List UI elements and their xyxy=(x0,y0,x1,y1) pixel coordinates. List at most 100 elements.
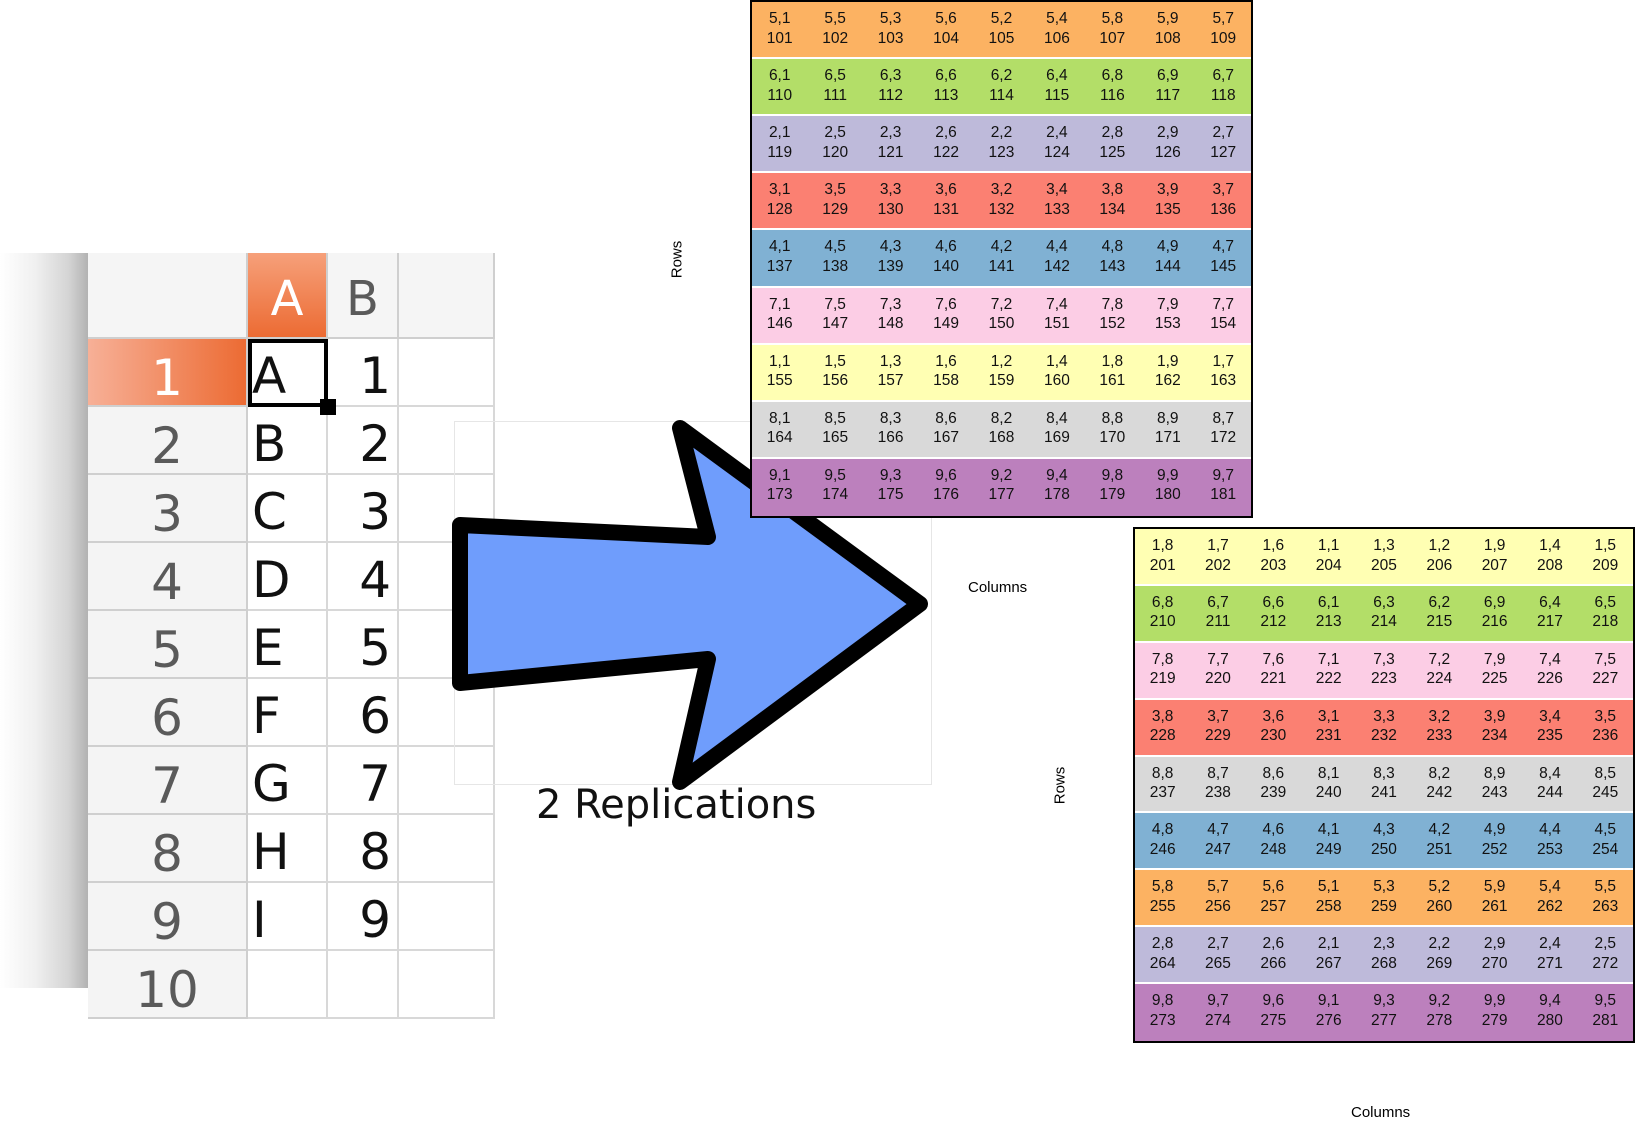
replication-2-rows-label: Rows xyxy=(1051,766,1069,805)
plot-treatment-label: 2,1 xyxy=(768,124,791,142)
cell-b[interactable]: 1 xyxy=(328,339,399,407)
plot-id-label: 261 xyxy=(1481,897,1508,915)
plot-id-label: 218 xyxy=(1592,613,1619,631)
column-header-a[interactable]: A xyxy=(248,253,328,339)
column-header-c[interactable] xyxy=(399,253,495,339)
plot-id-label: 124 xyxy=(1043,143,1070,161)
row-header[interactable]: 6 xyxy=(88,679,248,747)
plot-id-label: 177 xyxy=(988,486,1015,504)
plot-treatment-label: 4,5 xyxy=(824,238,846,256)
plot-id-label: 224 xyxy=(1426,670,1453,688)
row-header[interactable]: 5 xyxy=(88,611,248,679)
cell-a[interactable]: C xyxy=(248,475,328,543)
row-header[interactable]: 3 xyxy=(88,475,248,543)
plot-treatment-label: 5,3 xyxy=(1373,878,1395,896)
plot-treatment-label: 8,7 xyxy=(1207,764,1229,782)
cell-b[interactable]: 5 xyxy=(328,611,399,679)
plot-id-label: 180 xyxy=(1154,486,1181,504)
row-header[interactable]: 8 xyxy=(88,815,248,883)
plot-treatment-label: 3,1 xyxy=(1317,707,1340,725)
row-header[interactable]: 4 xyxy=(88,543,248,611)
plot-id-label: 164 xyxy=(766,429,793,447)
cell-a[interactable] xyxy=(248,951,328,1019)
plot-treatment-label: 3,2 xyxy=(990,181,1013,199)
cell-a[interactable]: A xyxy=(248,339,328,407)
plot-id-label: 127 xyxy=(1210,143,1237,161)
plot-id-label: 263 xyxy=(1592,897,1619,915)
plot-id-label: 232 xyxy=(1371,727,1397,745)
row-header[interactable]: 7 xyxy=(88,747,248,815)
cell-a[interactable]: E xyxy=(248,611,328,679)
cell-a[interactable]: B xyxy=(248,407,328,475)
plot-id-label: 178 xyxy=(1043,486,1070,504)
plot-id-label: 118 xyxy=(1210,86,1236,104)
cell-a[interactable]: D xyxy=(248,543,328,611)
plot-id-label: 253 xyxy=(1537,840,1563,858)
plot-treatment-label: 8,5 xyxy=(824,409,846,427)
row-header[interactable]: 2 xyxy=(88,407,248,475)
plot-treatment-label: 4,3 xyxy=(879,238,902,256)
fill-handle[interactable] xyxy=(320,399,336,415)
cell-c[interactable] xyxy=(399,815,495,883)
plot-treatment-label: 5,9 xyxy=(1157,10,1179,27)
cell-a[interactable]: I xyxy=(248,883,328,951)
sheet-corner-cell[interactable] xyxy=(88,253,248,339)
cell-b[interactable]: 2 xyxy=(328,407,399,475)
plot-treatment-label: 2,6 xyxy=(1262,935,1285,953)
cell-c[interactable] xyxy=(399,339,495,407)
cell-b[interactable]: 4 xyxy=(328,543,399,611)
plot-treatment-label: 5,7 xyxy=(1212,10,1234,27)
plot-id-label: 208 xyxy=(1537,556,1563,574)
row-header[interactable]: 1 xyxy=(88,339,248,407)
column-header-b[interactable]: B xyxy=(328,253,399,339)
plot-id-label: 219 xyxy=(1149,670,1176,688)
cell-a[interactable]: F xyxy=(248,679,328,747)
cell-b[interactable]: 8 xyxy=(328,815,399,883)
cell-b[interactable]: 7 xyxy=(328,747,399,815)
row-header[interactable]: 10 xyxy=(88,951,248,1019)
plot-treatment-label: 3,5 xyxy=(824,181,846,199)
row-header[interactable]: 9 xyxy=(88,883,248,951)
plot-treatment-label: 6,1 xyxy=(1317,593,1340,611)
plot-id-label: 246 xyxy=(1149,840,1176,858)
cell-b[interactable]: 6 xyxy=(328,679,399,747)
cell-b[interactable] xyxy=(328,951,399,1019)
plot-treatment-label: 2,9 xyxy=(1157,124,1179,142)
plot-treatment-label: 4,8 xyxy=(1151,821,1174,839)
plot-id-label: 245 xyxy=(1592,784,1619,802)
plot-id-label: 143 xyxy=(1099,257,1126,275)
cell-b[interactable]: 9 xyxy=(328,883,399,951)
plot-treatment-label: 1,3 xyxy=(1373,537,1395,554)
cell-a[interactable]: G xyxy=(248,747,328,815)
cell-b[interactable]: 3 xyxy=(328,475,399,543)
plot-id-label: 215 xyxy=(1426,613,1453,631)
plot-treatment-label: 5,8 xyxy=(1101,10,1124,27)
plot-treatment-label: 5,1 xyxy=(1317,878,1340,896)
plot-treatment-label: 1,1 xyxy=(768,352,791,370)
plot-id-label: 160 xyxy=(1043,372,1070,390)
plot-treatment-label: 8,2 xyxy=(1428,764,1451,782)
cell-c[interactable] xyxy=(399,883,495,951)
cell-c[interactable] xyxy=(399,951,495,1019)
plot-treatment-label: 8,8 xyxy=(1151,764,1174,782)
plot-id-label: 137 xyxy=(766,257,793,275)
cell-a[interactable]: H xyxy=(248,815,328,883)
